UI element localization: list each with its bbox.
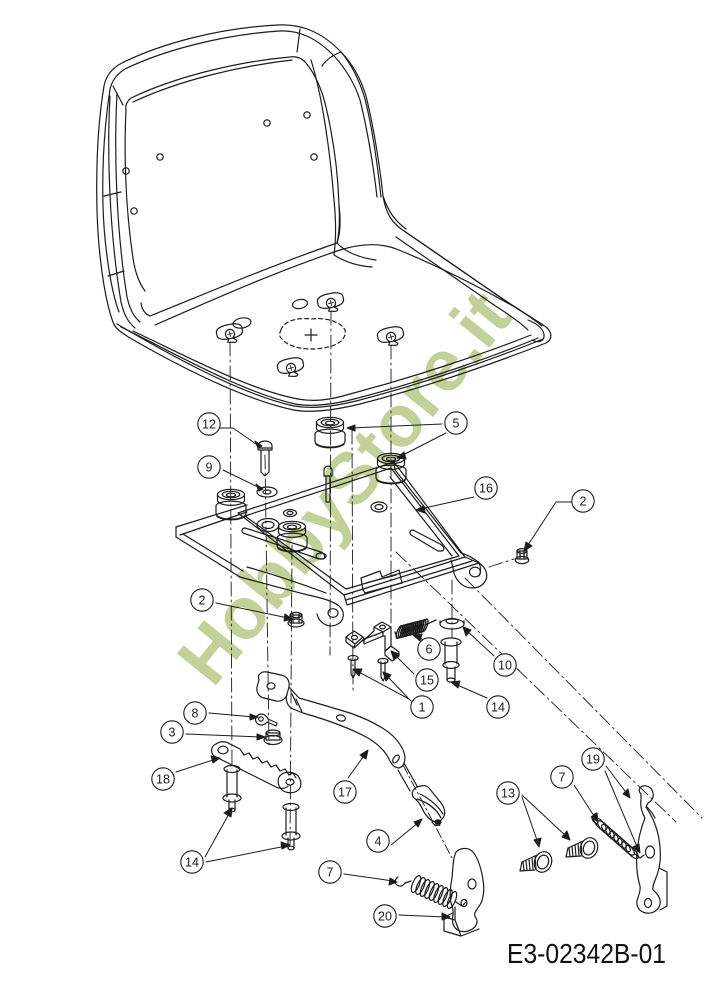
- svg-text:19: 19: [586, 753, 600, 767]
- svg-text:2: 2: [580, 495, 587, 509]
- svg-text:14: 14: [185, 856, 199, 870]
- svg-text:10: 10: [498, 659, 512, 673]
- svg-text:16: 16: [479, 482, 493, 496]
- svg-text:13: 13: [501, 787, 515, 801]
- svg-text:17: 17: [338, 786, 352, 800]
- svg-text:12: 12: [202, 418, 216, 432]
- svg-text:4: 4: [375, 835, 382, 849]
- svg-text:15: 15: [420, 674, 434, 688]
- svg-text:1: 1: [419, 701, 426, 715]
- svg-text:3: 3: [169, 726, 176, 740]
- svg-text:14: 14: [491, 701, 505, 715]
- svg-text:7: 7: [327, 866, 334, 880]
- svg-text:2: 2: [199, 594, 206, 608]
- svg-text:8: 8: [192, 707, 199, 721]
- svg-text:18: 18: [156, 773, 170, 787]
- svg-text:6: 6: [426, 643, 433, 657]
- svg-text:5: 5: [453, 417, 460, 431]
- svg-text:9: 9: [206, 461, 213, 475]
- svg-text:20: 20: [378, 910, 392, 924]
- svg-text:E3-02342B-01: E3-02342B-01: [507, 938, 666, 969]
- svg-text:7: 7: [559, 771, 566, 785]
